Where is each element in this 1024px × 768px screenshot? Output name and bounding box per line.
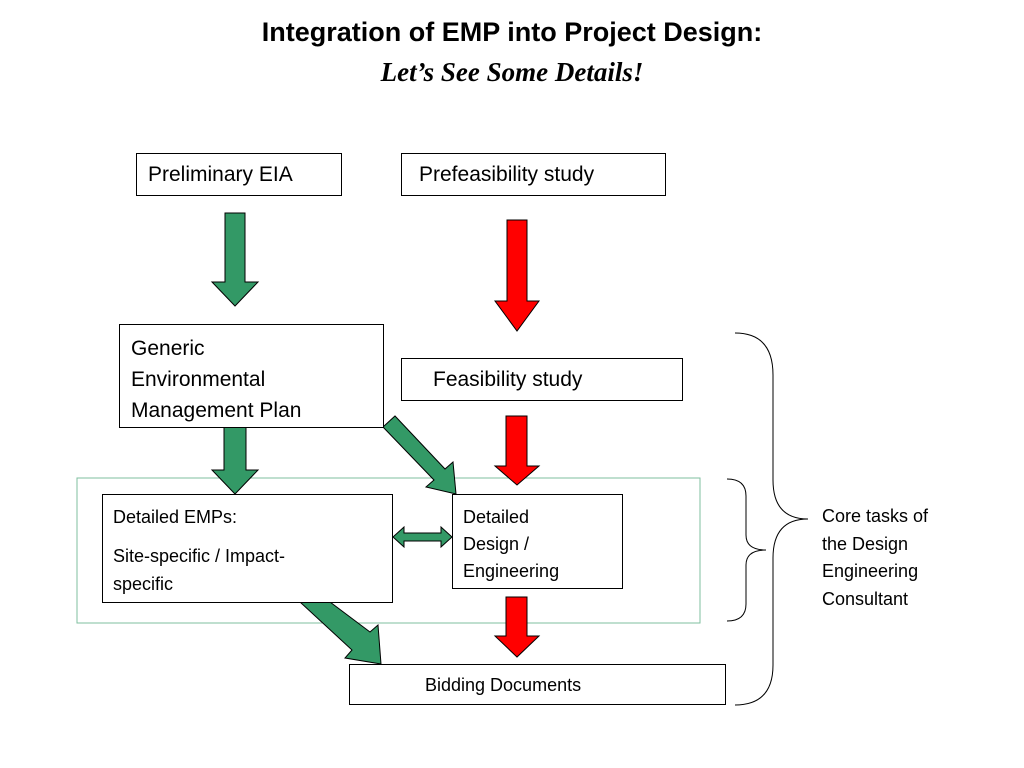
generic-emp-label: Generic Environmental Management Plan: [131, 337, 302, 422]
feasibility-box: Feasibility study: [401, 358, 683, 401]
green-arrow-generic-to-detailed-emps: [210, 426, 260, 495]
red-arrow-prefeasibility-to-feasibility: [494, 219, 540, 332]
detailed-design-box: Detailed Design / Engineering: [452, 494, 623, 589]
page-subtitle: Let’s See Some Details!: [380, 57, 644, 87]
green-arrow-emps-to-bidding: [298, 601, 382, 665]
red-arrow-design-to-bidding: [493, 596, 541, 658]
detailed-design-label: Detailed Design / Engineering: [463, 507, 560, 581]
feasibility-label: Feasibility study: [433, 368, 583, 391]
preliminary-eia-label: Preliminary EIA: [148, 163, 293, 186]
outer-brace: [734, 332, 809, 706]
generic-emp-box: Generic Environmental Management Plan: [119, 324, 384, 428]
prefeasibility-label: Prefeasibility study: [419, 163, 595, 186]
core-tasks-group-frame: [76, 477, 701, 624]
double-arrow-emps-design: [392, 525, 453, 549]
detailed-emps-box: Detailed EMPs: Site-specific / Impact- s…: [102, 494, 393, 603]
detailed-emps-detail: Site-specific / Impact- specific: [113, 546, 286, 594]
inner-brace: [726, 478, 767, 622]
bidding-documents-box: Bidding Documents: [349, 664, 726, 705]
red-arrow-feasibility-to-detailed-design: [493, 415, 541, 486]
page-title: Integration of EMP into Project Design:: [261, 17, 763, 47]
core-tasks-label: Core tasks of the Design Engineering Con…: [822, 506, 929, 609]
green-arrow-generic-to-detailed-design: [382, 415, 457, 495]
prefeasibility-box: Prefeasibility study: [401, 153, 666, 196]
preliminary-eia-box: Preliminary EIA: [136, 153, 342, 196]
bidding-documents-label: Bidding Documents: [425, 675, 582, 695]
detailed-emps-heading: Detailed EMPs:: [113, 507, 238, 527]
green-arrow-eia-to-generic: [210, 212, 260, 307]
